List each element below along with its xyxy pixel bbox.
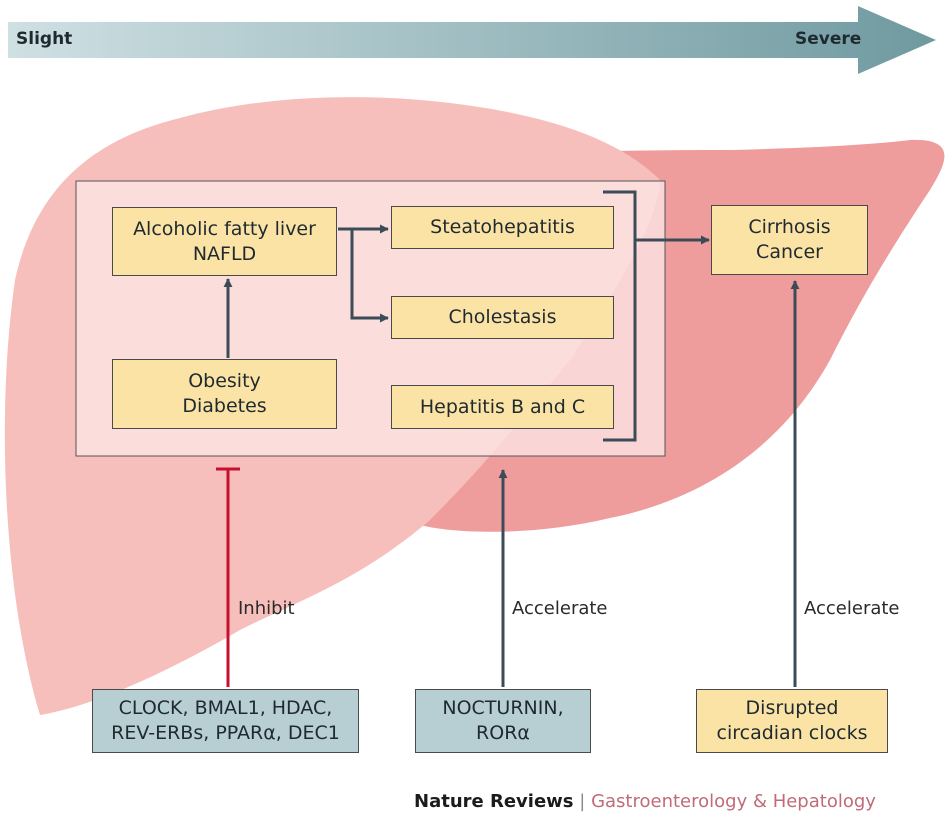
accelerate-label: Accelerate: [512, 598, 608, 619]
severity-arrow: [8, 6, 936, 74]
node-line: REV-ERBs, PPARα, DEC1: [111, 722, 340, 744]
cholestasis-node: Cholestasis: [391, 296, 614, 339]
severity-left-label: Slight: [16, 29, 73, 49]
journal-name: Nature Reviews: [414, 791, 574, 812]
node-line: Obesity: [188, 370, 261, 392]
clock-genes-node: CLOCK, BMAL1, HDAC, REV-ERBs, PPARα, DEC…: [92, 689, 359, 753]
severity-right-label: Severe: [795, 29, 862, 49]
alcoholic-fatty-liver-node: Alcoholic fatty liver NAFLD: [112, 207, 337, 276]
node-line: Cholestasis: [448, 306, 557, 328]
disrupted-clocks-node: Disrupted circadian clocks: [696, 689, 888, 753]
obesity-diabetes-node: Obesity Diabetes: [112, 359, 337, 429]
node-line: Hepatitis B and C: [419, 395, 586, 418]
node-line: NAFLD: [192, 242, 257, 265]
publication-credit: Nature Reviews | Gastroenterology & Hepa…: [414, 790, 876, 814]
node-line: NOCTURNIN,: [442, 697, 564, 719]
node-line: Cirrhosis: [748, 216, 831, 238]
journal-subject: Gastroenterology & Hepatology: [591, 791, 876, 812]
node-line: Cancer: [756, 241, 823, 263]
node-line: CLOCK, BMAL1, HDAC,: [118, 697, 333, 719]
node-line: Alcoholic fatty liver: [133, 217, 316, 240]
inhibit-label: Inhibit: [238, 598, 295, 619]
afl-to-cholestasis-arrow: [350, 229, 389, 323]
node-line: circadian clocks: [716, 722, 868, 744]
cirrhosis-cancer-node: Cirrhosis Cancer: [711, 205, 868, 275]
node-line: Diabetes: [182, 395, 267, 417]
credit-separator: |: [579, 791, 586, 812]
node-line: RORα: [476, 722, 530, 744]
hepatitis-bc-node: Hepatitis B and C: [391, 385, 614, 429]
nocturnin-node: NOCTURNIN, RORα: [415, 689, 591, 753]
node-line: Disrupted: [745, 697, 839, 719]
node-line: Steatohepatitis: [430, 216, 575, 238]
steatohepatitis-node: Steatohepatitis: [391, 206, 614, 249]
group-bracket: [603, 190, 637, 442]
accelerate-label: Accelerate: [804, 598, 900, 619]
